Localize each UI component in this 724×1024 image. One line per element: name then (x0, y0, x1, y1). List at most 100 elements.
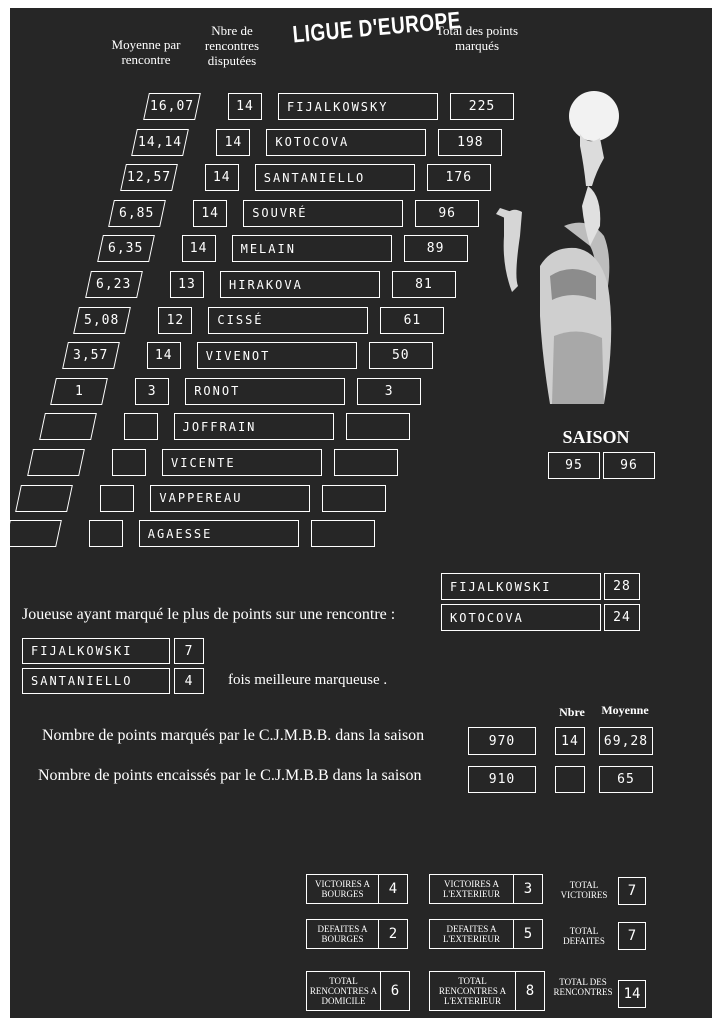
player-name: CISSÉ (208, 306, 369, 334)
header-moyenne: Moyenne par rencontre (111, 37, 181, 67)
player-rencontres: 14 (204, 164, 239, 192)
team-scored-nbre: 14 (555, 727, 585, 755)
player-moyenne: 12,57 (119, 164, 178, 192)
player-moyenne: 5,08 (73, 306, 132, 334)
top-scorer-count-1: 7 (174, 638, 204, 664)
saison-year-start: 95 (548, 452, 600, 479)
player-name: HIRAKOVA (220, 271, 380, 298)
player-total (334, 449, 398, 476)
player-name: KOTOCOVA (266, 128, 427, 156)
player-moyenne (38, 413, 97, 441)
player-total: 61 (380, 306, 445, 334)
player-rencontres: 14 (216, 128, 251, 156)
player-name: VAPPEREAU (150, 484, 311, 512)
best-game-name-2: KOTOCOVA (441, 604, 601, 631)
defaites-bourges-box: DEFAITES A BOURGES 2 (306, 919, 408, 949)
player-name: FIJALKOWSKY (278, 93, 438, 120)
team-col-moyenne: Moyenne (601, 703, 649, 717)
defaites-ext-value: 5 (513, 920, 542, 948)
team-col-nbre: Nbre (559, 705, 585, 719)
player-total (345, 413, 410, 441)
team-conceded-moyenne: 65 (599, 766, 653, 793)
player-name: VIVENOT (196, 342, 357, 370)
best-game-points-2: 24 (604, 604, 640, 631)
defaites-ext-box: DEFAITES A L'EXTERIEUR 5 (429, 919, 543, 949)
player-total: 198 (438, 128, 503, 156)
player-name: MELAIN (231, 235, 392, 263)
team-scored-moyenne: 69,28 (599, 727, 653, 755)
saison-year-end: 96 (603, 452, 655, 479)
total-rencontres-value: 14 (618, 980, 646, 1008)
saison-label: SAISON (562, 427, 630, 447)
player-rencontres: 13 (170, 271, 204, 298)
player-rencontres: 14 (181, 235, 216, 263)
player-total: 50 (368, 342, 433, 370)
player-moyenne: 6,85 (108, 199, 167, 227)
team-conceded-label: Nombre de points encaissés par le C.J.M.… (38, 767, 422, 784)
player-total (322, 484, 387, 512)
player-rencontres (123, 413, 158, 441)
rencontres-ext-label: TOTAL RENCONTRES A L'EXTERIEUR (438, 976, 507, 1006)
total-victoires-label: TOTAL VICTOIRES (560, 880, 608, 900)
header-total: Total des points marqués (435, 23, 519, 53)
best-game-name-1: FIJALKOWSKI (441, 573, 601, 600)
player-rencontres (88, 520, 123, 548)
player-name: AGAESSE (138, 520, 299, 548)
team-conceded-nbre (555, 766, 585, 793)
rencontres-domicile-box: TOTAL RENCONTRES A DOMICILE 6 (306, 971, 410, 1011)
player-moyenne (27, 449, 85, 476)
total-defaites-label: TOTAL DEFAITES (563, 926, 605, 946)
defaites-ext-label: DEFAITES A L'EXTERIEUR (442, 924, 501, 944)
player-total: 3 (357, 377, 422, 405)
player-total: 96 (415, 199, 480, 227)
basketball-player-illustration (496, 91, 619, 404)
total-rencontres-label: TOTAL DES RENCONTRES (553, 977, 613, 997)
player-name: VICENTE (162, 449, 322, 476)
top-scorer-name-2: SANTANIELLO (22, 668, 170, 694)
player-total: 89 (403, 235, 468, 263)
top-scorer-label: fois meilleure marqueuse . (228, 672, 388, 688)
victoires-ext-label: VICTOIRES A L'EXTERIEUR (442, 879, 501, 899)
player-name: RONOT (185, 377, 346, 405)
player-rencontres: 14 (228, 93, 262, 120)
defaites-bourges-value: 2 (378, 920, 407, 948)
player-name: SOUVRÉ (243, 199, 404, 227)
victoires-bourges-value: 4 (378, 875, 407, 903)
player-total: 225 (450, 93, 514, 120)
player-name: JOFFRAIN (173, 413, 334, 441)
player-moyenne: 3,57 (61, 342, 120, 370)
top-scorer-count-2: 4 (174, 668, 204, 694)
victoires-bourges-label: VICTOIRES A BOURGES (314, 879, 371, 899)
player-moyenne (3, 520, 62, 548)
basketball-icon (569, 91, 619, 141)
victoires-bourges-box: VICTOIRES A BOURGES 4 (306, 874, 408, 904)
team-scored-label: Nombre de points marqués par le C.J.M.B.… (42, 727, 425, 744)
defaites-bourges-label: DEFAITES A BOURGES (317, 924, 368, 944)
stats-sheet: Moyenne par rencontre Nbre de rencontres… (3, 8, 712, 1018)
player-moyenne: 6,35 (96, 235, 155, 263)
rencontres-ext-box: TOTAL RENCONTRES A L'EXTERIEUR 8 (429, 971, 545, 1011)
rencontres-domicile-label: TOTAL RENCONTRES A DOMICILE (309, 976, 378, 1006)
player-rencontres: 12 (158, 306, 193, 334)
player-rencontres (100, 484, 135, 512)
player-rencontres: 14 (193, 199, 228, 227)
total-victoires-value: 7 (618, 877, 646, 905)
victoires-ext-box: VICTOIRES A L'EXTERIEUR 3 (429, 874, 543, 904)
team-scored-value: 970 (468, 727, 536, 755)
player-rencontres: 14 (146, 342, 181, 370)
rencontres-ext-value: 8 (515, 972, 544, 1010)
victoires-ext-value: 3 (513, 875, 542, 903)
player-rencontres: 3 (135, 377, 170, 405)
player-moyenne: 6,23 (85, 271, 143, 298)
player-name: SANTANIELLO (254, 164, 415, 192)
total-defaites-value: 7 (618, 922, 646, 950)
player-moyenne: 16,07 (143, 93, 201, 120)
player-total: 81 (392, 271, 456, 298)
best-game-points-1: 28 (604, 573, 640, 600)
rencontres-domicile-value: 6 (380, 972, 409, 1010)
best-game-label: Joueuse ayant marqué le plus de points s… (22, 606, 396, 623)
team-conceded-value: 910 (468, 766, 536, 793)
player-moyenne: 14,14 (131, 128, 190, 156)
player-moyenne (15, 484, 74, 512)
player-total (310, 520, 375, 548)
